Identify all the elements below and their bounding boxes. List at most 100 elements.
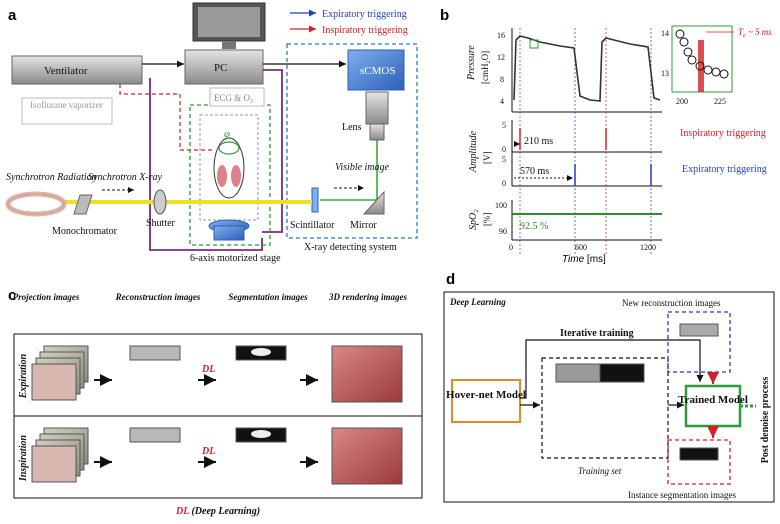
ecg-box: [209, 87, 265, 107]
stage-green-box: [189, 104, 271, 246]
shutter-label: Shutter: [146, 218, 176, 229]
scintillator-label: Scintillator: [290, 220, 335, 231]
synchrotron-radiation-label: Synchrotron Radiation: [6, 172, 97, 183]
amp-tick-0a: 0: [502, 145, 506, 154]
spo2-value: 92.5 %: [520, 221, 548, 232]
purple-line-right: [262, 69, 283, 233]
panel-a: a Expiratory triggering Inspiratory trig…: [5, 2, 418, 264]
pressure-inset: 14 13 200 225 Te ~ 5 ms: [661, 25, 772, 106]
stage-label: 6-axis motorized stage: [190, 253, 281, 264]
synchrotron-ring: [5, 191, 67, 217]
reconstruction-stack-exp: [129, 345, 181, 361]
deep-learning-title: Deep Learning: [449, 297, 506, 307]
ms570-label: 570 ms: [520, 166, 549, 177]
panel-a-label: a: [8, 7, 17, 24]
row-inspiration: Inspiration: [18, 434, 29, 482]
hovernet-box: [451, 379, 521, 423]
pressure-chart: Pressure [cmH₂O] 16 12 8 4: [466, 28, 662, 256]
panel-d-label: d: [446, 271, 455, 288]
inspiratory-trig-label: Inspiratory triggering: [680, 128, 766, 139]
shutter: [153, 189, 167, 215]
pressure-tick-12: 12: [497, 53, 505, 62]
scmos-camera: [347, 49, 405, 91]
x-axis-label: Time [ms]: [562, 254, 606, 265]
visible-image-label: Visible image: [335, 162, 390, 173]
pressure-ylabel: Pressure: [466, 45, 477, 81]
panel-b: b Pressure [cmH₂O] 16 12 8 4: [440, 7, 772, 265]
purple-line-left: [149, 78, 263, 251]
pressure-tick-16: 16: [497, 31, 505, 40]
segmentation-stack-exp: [235, 345, 287, 361]
render-exp: [331, 345, 403, 403]
trained-model-label: Trained Model: [678, 394, 748, 406]
legend-expiratory: Expiratory triggering: [322, 9, 407, 20]
isoflurane-box: [21, 97, 113, 125]
panel-c: c Projection images Reconstruction image…: [8, 287, 423, 517]
pc-box: [184, 49, 264, 85]
monochromator: [73, 194, 93, 215]
row-expiration: Expiration: [18, 353, 29, 399]
hovernet-label: Hover-net Model: [446, 389, 526, 401]
projection-stack-exp: [31, 345, 89, 401]
amp-tick-0b: 0: [502, 179, 506, 188]
xray-system-box: [286, 43, 418, 239]
dl-exp: DL: [201, 364, 215, 375]
new-recon-label: New reconstruction images: [622, 298, 721, 308]
lens: [365, 91, 389, 125]
col-segmentation: Segmentation images: [228, 292, 308, 302]
isoflurane-label: Isoflurane vaporizer: [30, 100, 103, 110]
dl-footer: DL (Deep Learning): [175, 506, 260, 517]
pc-label: PC: [214, 62, 227, 74]
iterative-arrow: [520, 339, 704, 399]
dl-insp: DL: [201, 446, 215, 457]
inset-tick-14: 14: [661, 29, 669, 38]
x-tick-0: 0: [509, 243, 513, 252]
inset-tick-200: 200: [676, 97, 688, 106]
instance-seg-label: Instance segmentation images: [628, 490, 736, 500]
spo2-label: SpO₂: [468, 209, 479, 230]
panel-c-label: c: [8, 287, 16, 304]
post-denoise-label: Post denoise process: [760, 377, 771, 464]
pc-monitor: [192, 2, 266, 49]
inset-tick-225: 225: [714, 97, 726, 106]
panel-d-frame: [443, 291, 775, 503]
col-3d-rendering: 3D rendering images: [328, 292, 408, 302]
ventilator-box: [11, 55, 143, 85]
amp-tick-5b: 5: [502, 155, 506, 164]
pressure-unit: [cmH₂O]: [480, 51, 490, 84]
inset-note: Te ~ 5 ms: [738, 27, 772, 39]
ecg-label: ECG & O2: [214, 93, 253, 105]
legend-inspiratory: Inspiratory triggering: [322, 25, 408, 36]
synchrotron-xray-label: Synchrotron X-ray: [88, 172, 163, 183]
ms210-label: 210 ms: [524, 136, 553, 147]
mirror: [362, 190, 385, 215]
scintillator: [311, 187, 319, 213]
legend-a: Expiratory triggering Inspiratory trigge…: [290, 9, 408, 36]
monochromator-label: Monochromator: [52, 226, 118, 237]
scmos-label: sCMOS: [360, 65, 395, 77]
red-dashed-line: [119, 84, 215, 151]
col-projection: Projection images: [13, 292, 80, 302]
xray-system-label: X-ray detecting system: [304, 242, 397, 253]
reconstruction-stack-insp: [129, 427, 181, 443]
col-reconstruction: Reconstruction images: [115, 292, 201, 302]
spo2-tick-90: 90: [499, 227, 507, 236]
lens-label: Lens: [342, 122, 362, 133]
mirror-label: Mirror: [350, 220, 377, 231]
zoom-marker: [529, 39, 539, 49]
pressure-tick-4: 4: [500, 97, 504, 106]
amplitude-unit: [V]: [482, 152, 492, 165]
panel-b-label: b: [440, 7, 449, 24]
ventilator-label: Ventilator: [44, 65, 88, 77]
amp-tick-5a: 5: [502, 121, 506, 130]
spo2-chart: SpO₂ [%] 100 90 92.5 % 0 600 1200 Time […: [468, 200, 662, 265]
iterative-label: Iterative training: [560, 328, 634, 339]
motorized-stage: [208, 219, 250, 241]
expiratory-trig-label: Expiratory triggering: [682, 164, 767, 175]
amplitude-label: Amplitude: [468, 130, 479, 173]
pressure-trace: [513, 35, 661, 102]
amplitude-chart: Amplitude [V] 5 0 5 0 210 ms 570 ms Insp…: [468, 120, 767, 188]
spo2-tick-100: 100: [495, 201, 507, 210]
spo2-unit: [%]: [482, 213, 492, 227]
pressure-tick-8: 8: [500, 75, 504, 84]
